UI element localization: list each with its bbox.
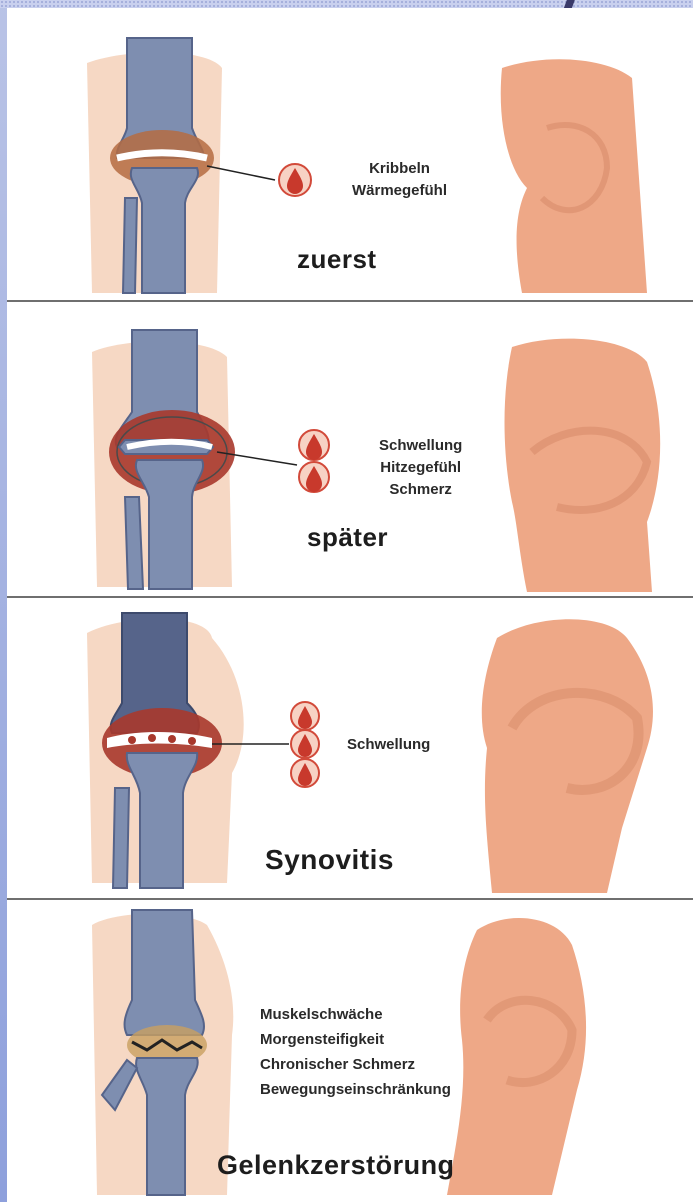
symptom-item: Bewegungseinschränkung [260,1077,451,1102]
drop-icon [279,164,311,196]
fibula-bone [125,497,143,589]
stage-title: zuerst [297,244,377,275]
symptom-list: Schwellung Hitzegefühl Schmerz [379,435,462,501]
fibula-bone [123,198,137,293]
knee-exterior [501,59,647,293]
drop-icon [299,462,329,492]
knee-exterior [482,619,653,893]
symptom-list: Kribbeln Wärmegefühl [352,158,447,202]
symptom-item: Morgensteifigkeit [260,1027,451,1052]
drop-icon [291,730,319,758]
symptom-item: Wärmegefühl [352,180,447,202]
symptom-list: Muskelschwäche Morgensteifigkeit Chronis… [260,1002,451,1102]
symptom-item: Muskelschwäche [260,1002,451,1027]
left-border-strip [0,0,7,1202]
symptom-item: Schwellung [379,435,462,457]
top-border-strip [0,0,693,8]
femur-bone [125,910,205,1035]
symptom-item: Chronischer Schmerz [260,1052,451,1077]
stage-panel-1: Kribbeln Wärmegefühl zuerst [7,8,693,300]
stage-title: später [307,522,388,553]
stage-title: Gelenkzerstörung [217,1150,455,1181]
symptom-item: Kribbeln [352,158,447,180]
stage-panel-4: Muskelschwäche Morgensteifigkeit Chronis… [7,900,693,1202]
drop-icon [299,430,329,460]
stage-title: Synovitis [265,844,394,876]
symptom-item: Schwellung [347,734,430,756]
knee-exterior [505,339,661,592]
drop-icon [291,702,319,730]
stage-panel-3: Schwellung Synovitis [7,598,693,898]
symptom-item: Hitzegefühl [379,457,462,479]
stage-panel-2: Schwellung Hitzegefühl Schmerz später [7,302,693,596]
fibula-bone [113,788,129,888]
symptom-item: Schmerz [379,479,462,501]
symptom-list: Schwellung [347,734,430,756]
drop-icon [291,759,319,787]
